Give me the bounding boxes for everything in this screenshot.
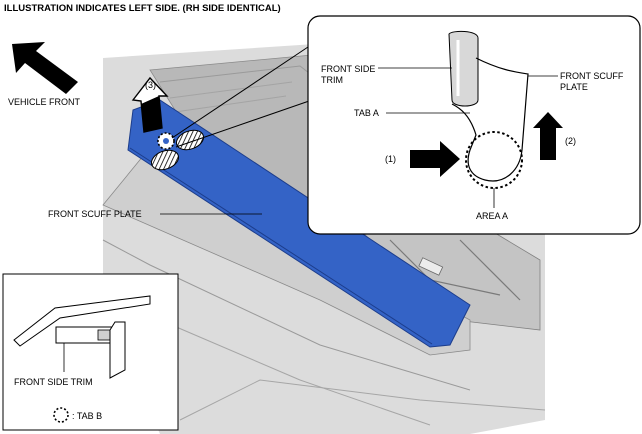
push-arrow-icon xyxy=(410,141,460,177)
front-scuff-plate-label: FRONT SCUFF PLATE xyxy=(48,209,142,219)
front-side-trim-label-line1: FRONT SIDE xyxy=(321,64,375,74)
front-scuff-plate-detail-label-line1: FRONT SCUFF xyxy=(560,71,624,81)
inset-front-side-trim-label: FRONT SIDE TRIM xyxy=(14,377,93,387)
front-scuff-plate-detail-label-line2: PLATE xyxy=(560,82,588,92)
step-3-label: (3) xyxy=(145,80,156,90)
vehicle-front-arrow-icon xyxy=(12,42,78,94)
inset-view xyxy=(2,273,179,431)
vehicle-front-label: VEHICLE FRONT xyxy=(8,97,81,107)
area-a-label: AREA A xyxy=(476,211,508,221)
tab-a-label: TAB A xyxy=(354,108,379,118)
header-note: ILLUSTRATION INDICATES LEFT SIDE. (RH SI… xyxy=(4,3,281,14)
lift-arrow-icon xyxy=(131,76,169,133)
callout-line-top xyxy=(171,46,309,139)
front-side-trim-label-line2: TRIM xyxy=(321,75,343,85)
detail-view xyxy=(307,15,641,235)
step-1-label: (1) xyxy=(385,154,396,164)
step-2-label: (2) xyxy=(565,136,576,146)
pull-up-arrow-icon xyxy=(533,112,563,160)
tab-b-icon xyxy=(53,407,69,423)
tab-b-legend-label: : TAB B xyxy=(72,411,102,421)
callout-line-bottom xyxy=(175,99,313,148)
